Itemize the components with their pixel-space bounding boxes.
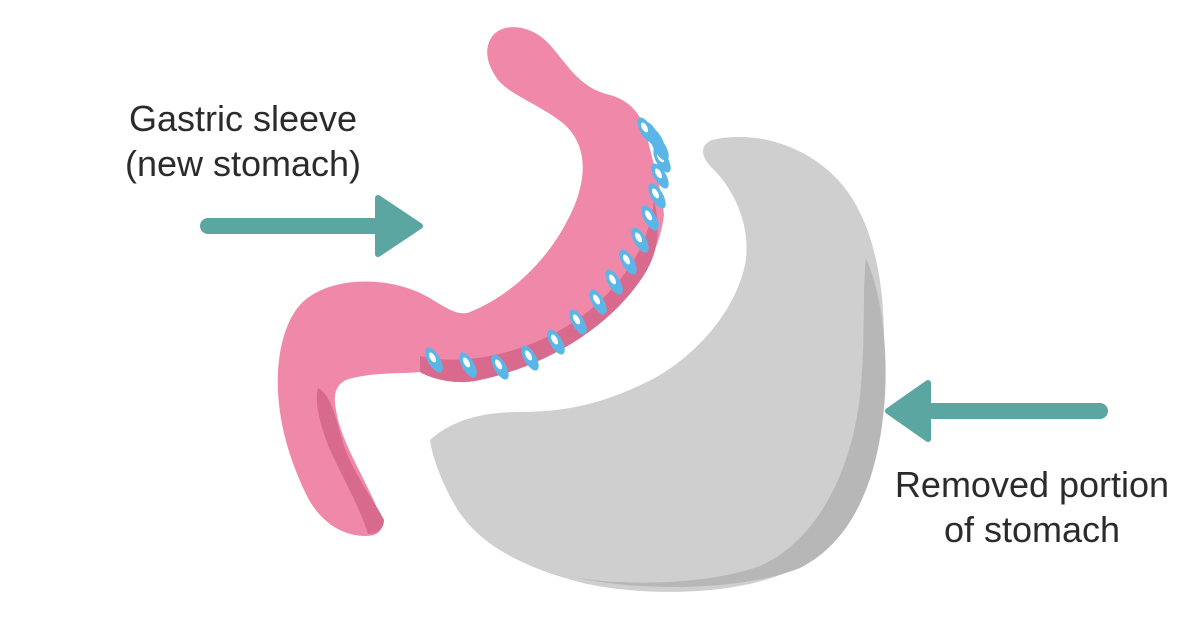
gastric-sleeve	[277, 27, 664, 537]
gastric-sleeve-label: Gastric sleeve (new stomach)	[98, 96, 388, 186]
staple-icon	[648, 183, 666, 209]
gastric-sleeve-label-line1: Gastric sleeve	[128, 98, 358, 139]
arrow-left-icon	[885, 380, 1108, 442]
staple-line	[425, 117, 671, 380]
removed-stomach	[430, 136, 886, 592]
staple-icon	[589, 289, 607, 315]
staple-icon	[637, 117, 655, 143]
staple-icon	[569, 309, 587, 335]
staple-icon	[631, 227, 649, 253]
removed-stomach-body	[430, 136, 885, 592]
staple-icon	[521, 345, 539, 371]
removed-portion-label-line1: Removed portion	[894, 464, 1170, 505]
removed-portion-label: Removed portion of stomach	[872, 462, 1192, 552]
staple-icon	[651, 163, 669, 189]
staple-icon	[547, 329, 565, 355]
gastric-sleeve-body	[277, 27, 664, 537]
staple-icon	[459, 352, 477, 378]
gastric-sleeve-label-line2: (new stomach)	[124, 143, 362, 184]
staple-icon	[605, 269, 623, 295]
staple-icon	[425, 347, 443, 373]
staple-icon	[641, 205, 659, 231]
gastric-sleeve-staple-band	[420, 200, 658, 383]
staple-icon	[491, 354, 509, 380]
arrow-right-icon	[200, 195, 423, 257]
gastric-sleeve-inner-shade	[316, 388, 384, 534]
staple-icon	[619, 249, 637, 275]
removed-portion-label-line2: of stomach	[943, 509, 1121, 550]
